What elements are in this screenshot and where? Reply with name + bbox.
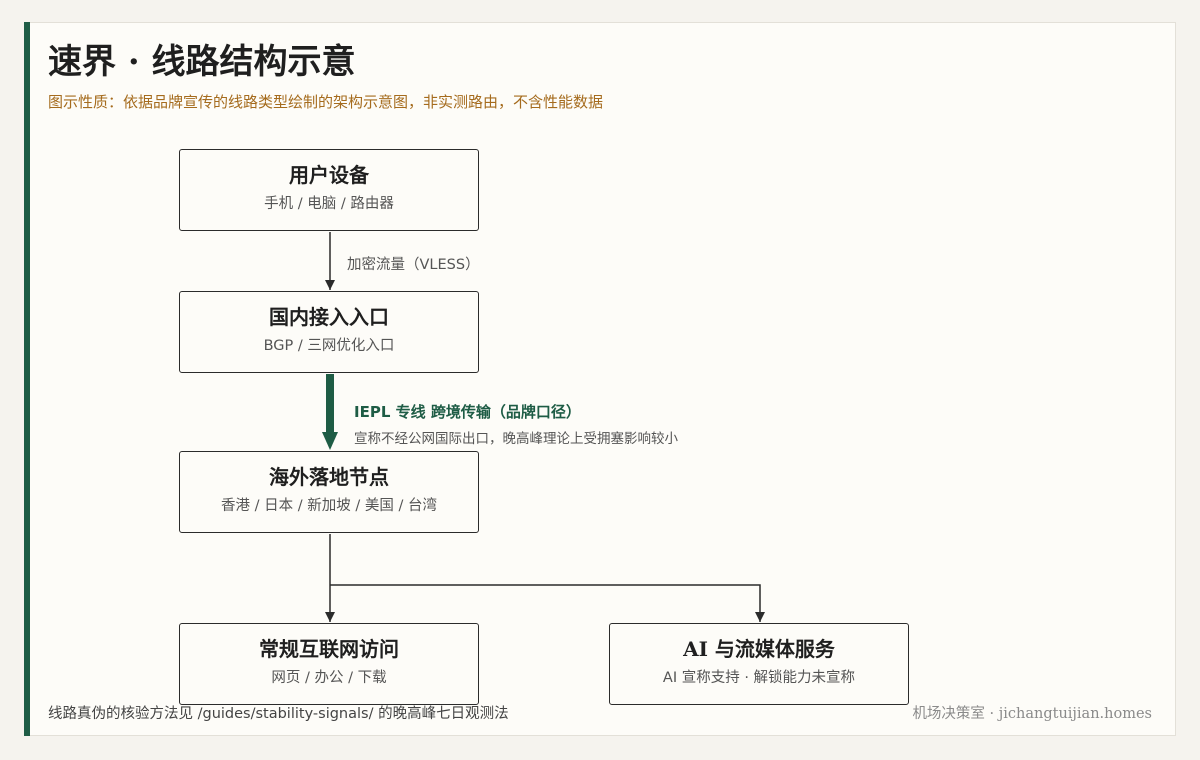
edge-label-encrypted: 加密流量（VLESS） [347, 257, 480, 273]
node-title: AI 与流媒体服务 [683, 637, 835, 661]
node-subtitle: 香港 / 日本 / 新加坡 / 美国 / 台湾 [221, 498, 437, 514]
edge-label-iepl-title: IEPL 专线 跨境传输（品牌口径） [354, 403, 581, 421]
node-subtitle: 网页 / 办公 / 下载 [271, 670, 387, 686]
node-title: 用户设备 [289, 163, 369, 187]
edge-landing-to-services [325, 534, 765, 622]
node-ai-streaming: AI 与流媒体服务 AI 宣称支持 · 解锁能力未宣称 [609, 623, 909, 705]
node-subtitle: AI 宣称支持 · 解锁能力未宣称 [662, 670, 856, 686]
node-subtitle: BGP / 三网优化入口 [263, 338, 395, 354]
node-title: 国内接入入口 [269, 305, 389, 329]
diagram-card [24, 22, 1176, 736]
site-credit: 机场决策室 · jichangtuijian.homes [912, 706, 1152, 722]
footnote: 线路真伪的核验方法见 /guides/stability-signals/ 的晚… [48, 706, 509, 722]
node-title: 常规互联网访问 [259, 637, 399, 661]
node-subtitle: 手机 / 电脑 / 路由器 [264, 196, 394, 212]
node-title: 海外落地节点 [269, 465, 389, 489]
node-general-internet: 常规互联网访问 网页 / 办公 / 下载 [179, 623, 479, 705]
edge-entry-to-landing [322, 374, 338, 450]
page-title: 速界 · 线路结构示意 [48, 42, 356, 82]
node-user-device: 用户设备 手机 / 电脑 / 路由器 [179, 149, 479, 231]
page-subtitle: 图示性质：依据品牌宣传的线路类型绘制的架构示意图，非实测路由，不含性能数据 [48, 93, 604, 111]
node-domestic-entry: 国内接入入口 BGP / 三网优化入口 [179, 291, 479, 373]
accent-bar [24, 22, 30, 736]
edge-label-iepl-note: 宣称不经公网国际出口，晚高峰理论上受拥塞影响较小 [354, 431, 678, 447]
node-overseas-landing: 海外落地节点 香港 / 日本 / 新加坡 / 美国 / 台湾 [179, 451, 479, 533]
